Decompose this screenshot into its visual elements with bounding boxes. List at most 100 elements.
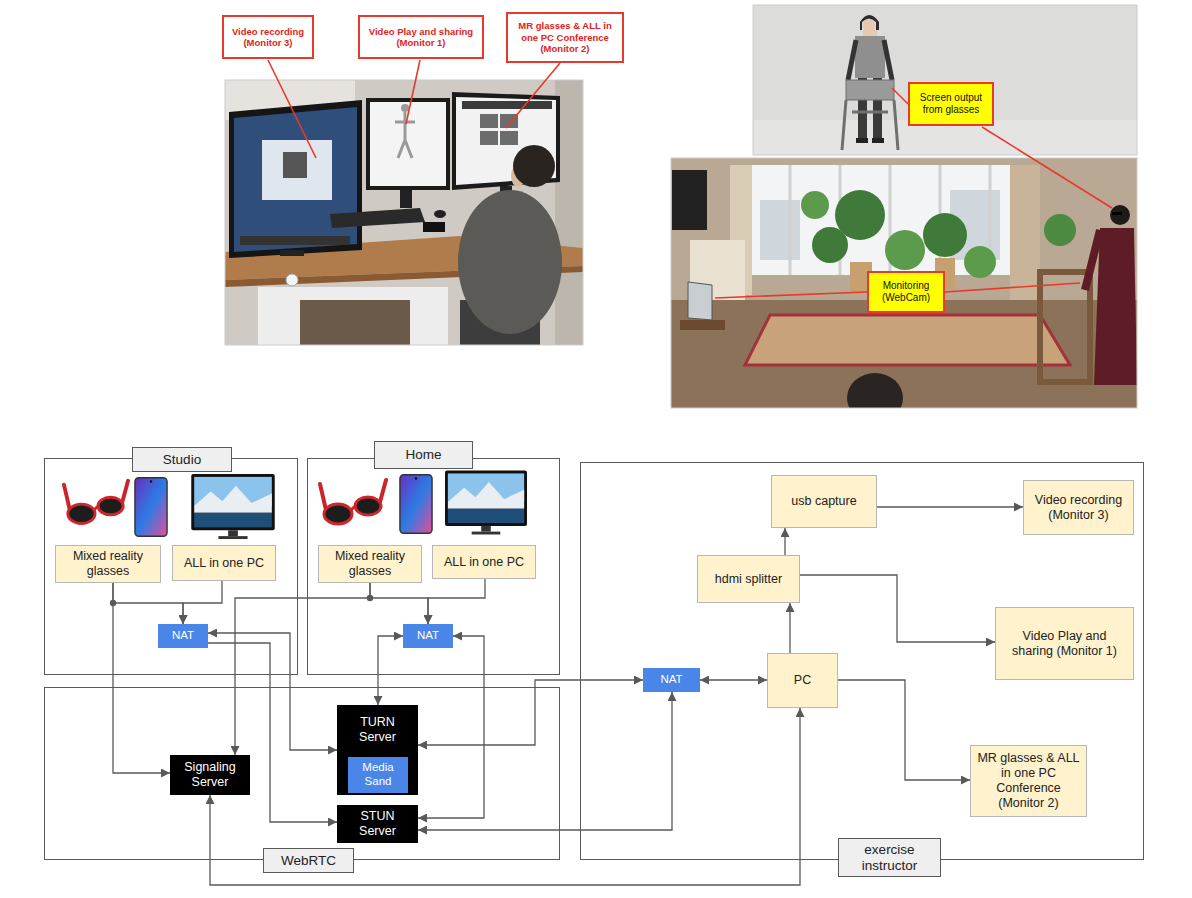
desk-photo xyxy=(283,152,307,178)
living-room-photo xyxy=(671,158,1137,408)
box-label: Video recording (Monitor 3) xyxy=(1029,493,1128,523)
photo-callout: Video Play and sharing (Monitor 1) xyxy=(358,15,484,59)
desk-photo xyxy=(462,101,552,109)
group-box: StudioMixed reality glassesALL in one PC… xyxy=(44,458,298,675)
living-room-photo xyxy=(671,300,1137,408)
leader-lines xyxy=(268,60,316,158)
leader-lines xyxy=(945,283,1080,292)
connectors xyxy=(113,507,1023,885)
device-box: Mixed reality glasses xyxy=(55,545,161,583)
connector-line xyxy=(183,581,222,624)
connector-line xyxy=(428,579,485,624)
phone-image xyxy=(135,478,167,537)
box-label: STUN Server xyxy=(342,809,413,839)
group-box: exercise instructorusb captureVideo reco… xyxy=(580,462,1144,860)
junction-dot xyxy=(110,595,373,606)
model-photo xyxy=(856,138,868,143)
connector-line xyxy=(877,506,1023,507)
living-room-photo xyxy=(847,373,903,408)
desk-photo xyxy=(330,208,425,228)
device-images xyxy=(64,471,527,539)
living-room-photo xyxy=(672,170,707,230)
desk-photo xyxy=(400,190,412,208)
living-room-photo xyxy=(1110,205,1130,225)
photo-callout: MR glasses & ALL in one PC Conference (M… xyxy=(506,12,624,63)
living-room-photo xyxy=(680,320,725,330)
group-tab: exercise instructor xyxy=(838,838,941,877)
process-box: hdmi splitter xyxy=(697,555,800,603)
box-label: Mixed reality glasses xyxy=(61,549,155,579)
process-box: PC xyxy=(767,653,838,708)
connector-line xyxy=(418,692,672,830)
model-photo xyxy=(872,138,884,143)
connector-line xyxy=(113,583,170,773)
group-tab: Home xyxy=(374,441,473,469)
group-box: WebRTCSignaling ServerTURN ServerMedia S… xyxy=(44,687,560,860)
group-tab: Studio xyxy=(132,447,232,472)
box-label: PC xyxy=(794,673,811,688)
desk-photo xyxy=(229,100,362,258)
living-room-photo xyxy=(885,230,925,270)
connector-line xyxy=(113,583,183,624)
living-room-photo xyxy=(671,158,1137,408)
desk-photo xyxy=(423,222,445,232)
glasses-image xyxy=(64,481,128,524)
photo-callout: Video recording (Monitor 3) xyxy=(222,15,314,59)
leader-lines xyxy=(506,63,560,128)
desk-photo xyxy=(234,107,357,252)
model-photo xyxy=(842,100,898,150)
living-room-photo xyxy=(745,315,1070,365)
living-room-photo xyxy=(790,165,990,275)
server-box: Signaling Server xyxy=(170,755,250,795)
living-room-photo xyxy=(1010,165,1040,305)
photo-frame xyxy=(671,158,1137,408)
desk-photo xyxy=(225,80,583,345)
desk-photo xyxy=(452,92,560,190)
living-room-photo xyxy=(923,213,967,257)
connector-line xyxy=(789,603,790,653)
monitor-image xyxy=(445,471,527,535)
box-label: Monitoring (WebCam) xyxy=(874,280,938,304)
group-box: HomeMixed reality glassesALL in one PCNA… xyxy=(307,458,560,675)
box-label: MR glasses & ALL in one PC Conference (M… xyxy=(976,751,1081,811)
group-label: WebRTC xyxy=(281,853,336,869)
box-label: Signaling Server xyxy=(175,760,245,790)
box-label: TURN Server xyxy=(342,715,413,745)
photo-callout: Screen output from glasses xyxy=(908,82,994,126)
box-label: Video Play and sharing (Monitor 1) xyxy=(365,26,477,49)
connector-line xyxy=(370,583,428,624)
desk-photo xyxy=(480,114,498,128)
living-room-photo xyxy=(835,190,885,240)
box-label: Mixed reality glasses xyxy=(324,549,416,579)
desk-photo xyxy=(513,145,555,187)
box-label: Video Play and sharing (Monitor 1) xyxy=(1001,629,1128,659)
living-room-photo xyxy=(1094,228,1137,385)
box-label: hdmi splitter xyxy=(715,572,782,587)
monitor-image xyxy=(191,474,274,539)
leader-lines xyxy=(268,60,1112,298)
box-label: NAT xyxy=(417,629,439,643)
model-photo xyxy=(753,5,1137,155)
connector-line xyxy=(700,679,767,680)
glasses-image xyxy=(320,480,386,524)
desk-photo xyxy=(458,190,562,334)
box-label: Media Sand xyxy=(353,761,403,789)
desk-photo xyxy=(280,250,304,256)
model-photo xyxy=(753,5,1137,155)
device-box: Mixed reality glasses xyxy=(318,545,422,583)
leader-lines xyxy=(715,292,867,298)
box-label: ALL in one PC xyxy=(184,556,264,571)
group-label: Home xyxy=(405,447,441,463)
desk-photo xyxy=(395,112,415,158)
desk-photo xyxy=(500,131,518,145)
connector-line xyxy=(208,633,337,750)
device-box: ALL in one PC xyxy=(432,545,536,579)
connector-line xyxy=(418,680,643,745)
desk-photo xyxy=(286,274,298,286)
connector-line xyxy=(784,528,785,555)
nat-box: NAT xyxy=(403,624,453,648)
box-label: NAT xyxy=(172,629,194,643)
photo-frame xyxy=(753,5,1137,155)
leader-lines xyxy=(982,127,1112,208)
